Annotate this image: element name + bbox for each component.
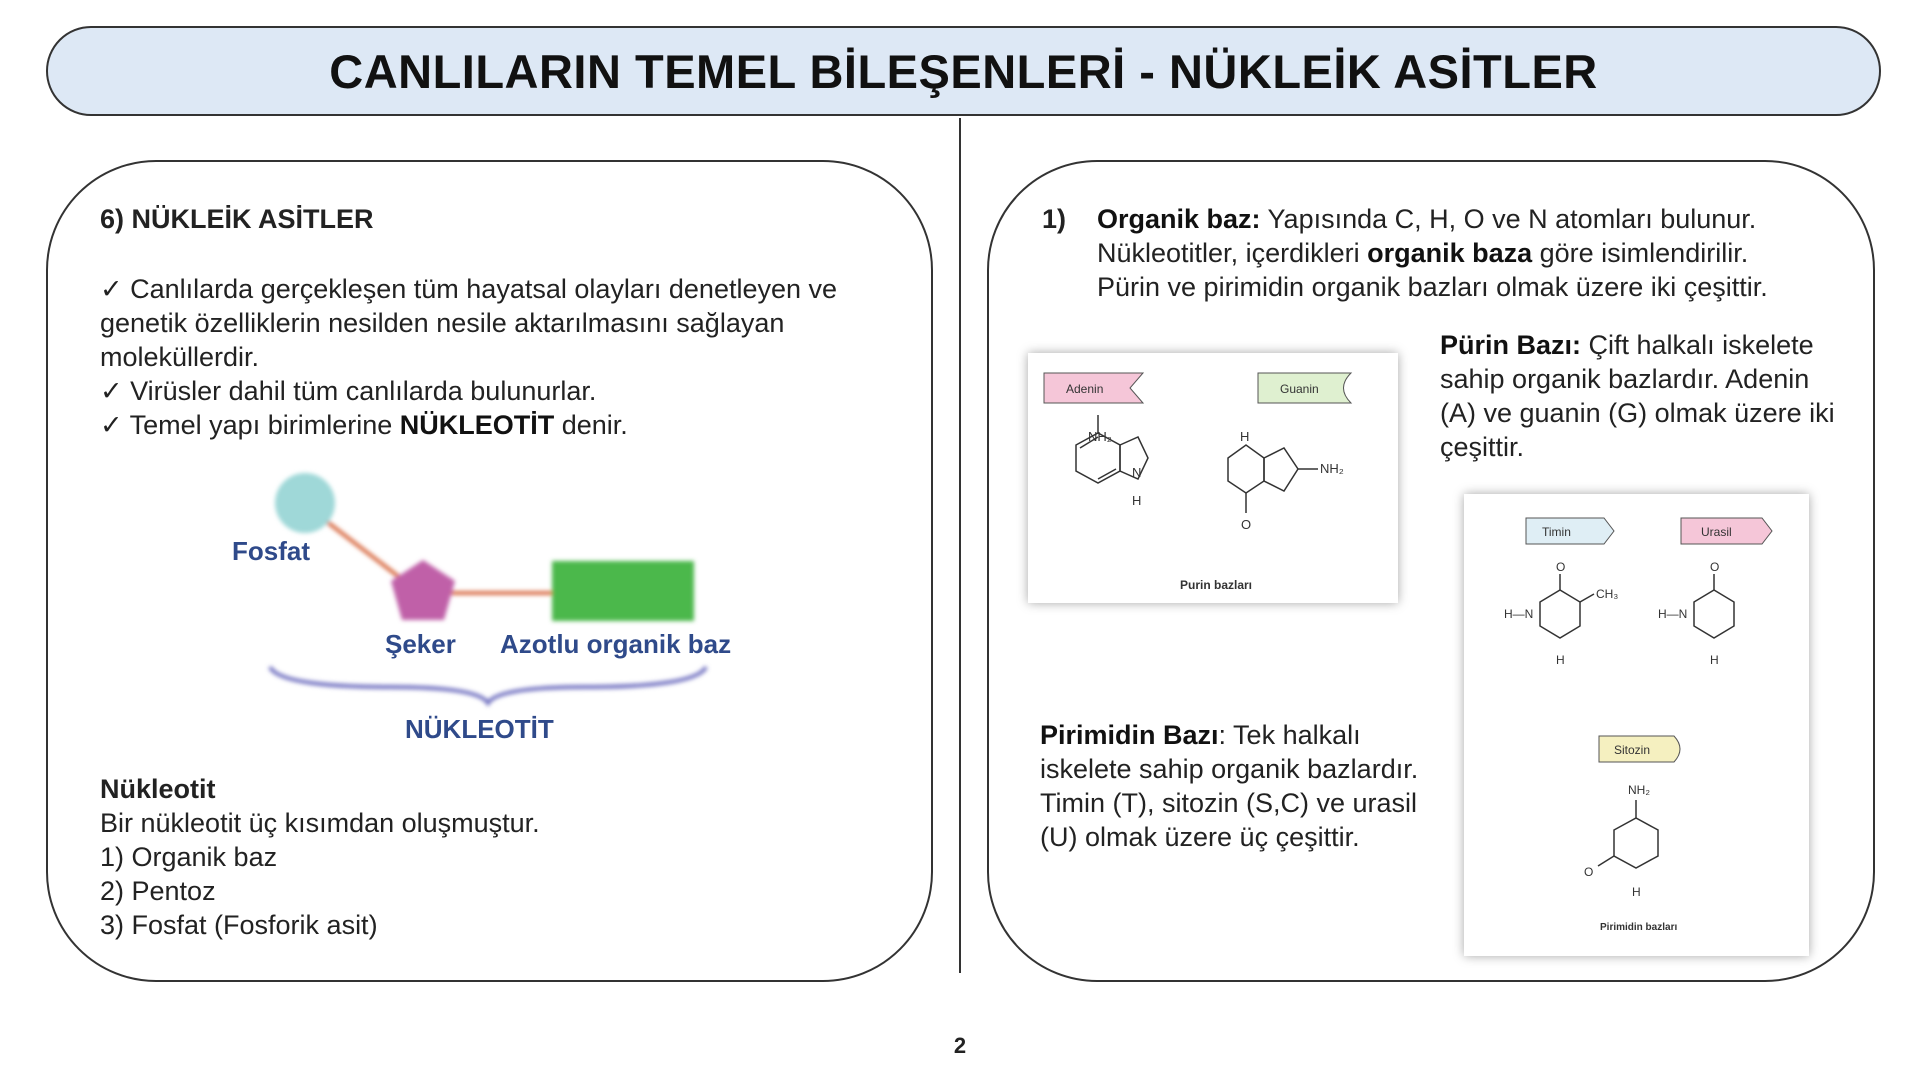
nukleotit-intro: Bir nükleotit üç kısımdan oluşmuştur. xyxy=(100,808,540,838)
timin-label: Timin xyxy=(1542,525,1571,539)
pirimidin-caption: Pirimidin bazları xyxy=(1600,922,1677,933)
guanin-tag xyxy=(1257,372,1353,404)
part-item: 1) Organik baz xyxy=(100,842,278,872)
page-title: CANLILARIN TEMEL BİLEŞENLERİ - NÜKLEİK A… xyxy=(329,44,1598,98)
timin-hn: H—N xyxy=(1504,607,1533,621)
organik-text: Nükleotitler, içerdikleri xyxy=(1097,238,1368,268)
urasil-h-atom: H xyxy=(1710,653,1719,667)
base-rectangle xyxy=(552,561,694,621)
urasil-o-atom: O xyxy=(1710,560,1719,574)
organik-number: 1) xyxy=(1042,204,1067,234)
timin-structure xyxy=(1539,574,1595,639)
nukleotit-title: Nükleotit xyxy=(100,774,216,804)
urasil-hn: H—N xyxy=(1658,607,1687,621)
bullet-item: ✓ Temel yapı birimlerine NÜKLEOTİT denir… xyxy=(100,408,890,442)
fosfat-label: Fosfat xyxy=(232,536,310,566)
timin-ch3: CH₃ xyxy=(1596,587,1618,601)
nucleotide-diagram: Fosfat Şeker Azotlu organik baz NÜKLEOTİ… xyxy=(232,473,731,744)
nukleotit-block: Nükleotit Bir nükleotit üç kısımdan oluş… xyxy=(100,772,800,942)
guanin-label: Guanin xyxy=(1280,382,1319,396)
nucleotide-brace xyxy=(268,665,708,707)
sitozin-o-atom: O xyxy=(1584,865,1593,879)
purin-title: Pürin Bazı: xyxy=(1440,330,1582,360)
organik-line: Nükleotitler, içerdikleri organik baza g… xyxy=(1097,236,1857,270)
organik-text: göre isimlendirilir. xyxy=(1532,238,1749,268)
urasil-structure xyxy=(1693,574,1735,639)
adenin-structure xyxy=(1075,415,1149,484)
sitozin-structure xyxy=(1597,800,1659,869)
adenin-nh2: NH₂ xyxy=(1088,429,1112,444)
vertical-divider xyxy=(959,118,961,973)
section-title: 6) NÜKLEİK ASİTLER xyxy=(100,204,374,234)
seker-label: Şeker xyxy=(385,629,456,659)
organik-line: Organik baz: Yapısında C, H, O ve N atom… xyxy=(1097,202,1857,236)
purin-block: Pürin Bazı: Çift halkalı iskelete sahip … xyxy=(1440,328,1850,464)
guanin-h-atom: H xyxy=(1240,429,1249,444)
pirimidin-figure: Timin Urasil Sitozin O H—N CH₃ H O H—N H… xyxy=(1464,494,1809,956)
part-item: 3) Fosfat (Fosforik asit) xyxy=(100,910,378,940)
guanin-o-atom: O xyxy=(1241,517,1251,532)
pirimidin-block: Pirimidin Bazı: Tek halkalı iskelete sah… xyxy=(1040,718,1440,854)
page-number: 2 xyxy=(953,1033,967,1058)
guanin-structure xyxy=(1227,444,1318,513)
adenin-tag xyxy=(1043,372,1145,404)
urasil-tag xyxy=(1680,517,1773,545)
title-bar: CANLILARIN TEMEL BİLEŞENLERİ - NÜKLEİK A… xyxy=(46,26,1881,116)
sitozin-h-atom: H xyxy=(1632,885,1641,899)
bullet-text: denir. xyxy=(554,410,628,440)
adenin-h-atom: H xyxy=(1132,493,1141,508)
sitozin-nh2: NH₂ xyxy=(1628,783,1650,797)
organik-line: Pürin ve pirimidin organik bazları olmak… xyxy=(1097,272,1768,302)
sugar-pentagon xyxy=(391,560,455,620)
purin-figure: Adenin Guanin NH₂ N H H NH₂ O Purin bazl… xyxy=(1028,353,1398,603)
baz-label: Azotlu organik baz xyxy=(500,629,731,659)
adenin-n-atom: N xyxy=(1132,465,1141,480)
guanin-nh2: NH₂ xyxy=(1320,461,1344,476)
timin-tag xyxy=(1525,517,1615,545)
adenin-label: Adenin xyxy=(1066,382,1103,396)
left-panel xyxy=(46,160,933,982)
phosphate-circle xyxy=(275,473,335,533)
timin-o-atom: O xyxy=(1556,560,1565,574)
sitozin-label: Sitozin xyxy=(1614,743,1650,757)
bullet-bold: NÜKLEOTİT xyxy=(399,410,555,440)
bullet-item: ✓ Canlılarda gerçekleşen tüm hayatsal ol… xyxy=(100,274,838,372)
organik-bold: organik baza xyxy=(1367,238,1533,268)
organik-title: Organik baz: xyxy=(1097,204,1261,234)
sitozin-tag xyxy=(1598,735,1681,763)
part-item: 2) Pentoz xyxy=(100,876,216,906)
pirimidin-text: : Tek halkalı iskelete sahip organik baz… xyxy=(1040,720,1419,852)
urasil-label: Urasil xyxy=(1701,525,1732,539)
organik-text: Yapısında C, H, O ve N atomları bulunur. xyxy=(1260,204,1757,234)
timin-h-atom: H xyxy=(1556,653,1565,667)
purin-text: Çift halkalı iskelete sahip organik bazl… xyxy=(1440,330,1835,462)
purin-caption: Purin bazları xyxy=(1180,578,1252,592)
bullet-list: ✓ Canlılarda gerçekleşen tüm hayatsal ol… xyxy=(100,272,890,442)
bullet-text: ✓ Temel yapı birimlerine xyxy=(100,410,400,440)
organik-body: Organik baz: Yapısında C, H, O ve N atom… xyxy=(1097,202,1857,304)
nukleotit-label: NÜKLEOTİT xyxy=(405,714,554,744)
bullet-item: ✓ Virüsler dahil tüm canlılarda bulunurl… xyxy=(100,376,597,406)
pirimidin-title: Pirimidin Bazı xyxy=(1040,720,1219,750)
